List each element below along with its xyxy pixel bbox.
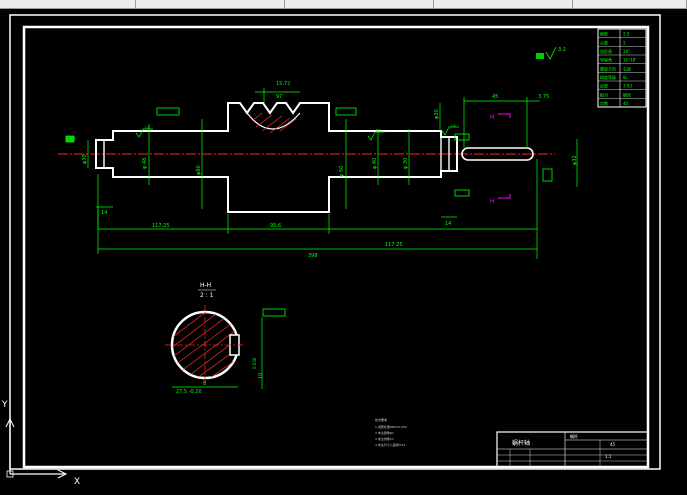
toolbar-segment-3[interactable] (285, 0, 434, 8)
general-roughness: 3.2 (536, 46, 566, 60)
param-key: 模数 (600, 31, 608, 37)
section-key-width: 8 (203, 381, 206, 387)
tolerance-frames (65, 107, 553, 317)
param-key: 配对 (600, 91, 608, 97)
param-key: 齿数 (600, 100, 608, 106)
dim-phi50: φ 50 (339, 166, 345, 177)
section-markers: H H (490, 113, 511, 205)
title-block-material: 45 (610, 442, 616, 447)
title-block-scale: 1:1 (605, 454, 612, 459)
notes-title: 技术要求 (375, 417, 387, 422)
title-block-part: 蜗杆 (570, 433, 578, 439)
ucs-x-label: X (74, 477, 80, 487)
section-scale: 2 : 1 (200, 292, 214, 299)
param-value: 11°18' (623, 58, 636, 63)
param-value: 40 (623, 101, 629, 106)
roughness-texts: 1.6 3.2 1.6 3.2 (70, 124, 456, 141)
toolbar-segment-4[interactable] (434, 0, 573, 8)
keyway (461, 147, 534, 161)
param-key: 齿形角 (600, 48, 612, 54)
param-value: 2 (623, 40, 626, 45)
roughness-c: 1.6 (450, 124, 456, 128)
param-key: 导程角 (600, 57, 612, 63)
dimension-texts: 15.72 97 117.25 95.6 117.25 398 14 14 45… (82, 81, 578, 259)
dim-teeth-top: 15.72 (276, 81, 290, 87)
notes-line-2: 2.未注圆角R1 (375, 430, 394, 435)
outer-border (9, 14, 661, 470)
roughness-symbols (135, 126, 459, 141)
notes-line-3: 3.未注倒角C1 (375, 436, 394, 441)
dim-phi30-mid: φ 30 (403, 158, 409, 169)
section-mark-top: H (490, 114, 495, 121)
param-value: 2.5 (623, 32, 630, 37)
section-view: H-H 2 : 1 27.5 -0.20 8 (165, 282, 264, 395)
param-value: 8c (623, 75, 628, 80)
toolbar-segment-1[interactable] (0, 0, 136, 8)
section-title: H-H (200, 282, 211, 289)
dimension-lines (87, 88, 578, 259)
dim-key-offset: 3.75 (538, 94, 549, 100)
dim-phi80: φ80 (196, 165, 202, 175)
dim-key-length: 45 (492, 94, 498, 100)
dim-phi30-right: φ30 (434, 109, 440, 119)
roughness-general-label: 3.2 (558, 47, 566, 53)
ucs-icon: Y X (1, 400, 80, 487)
param-value: 右旋 (623, 65, 631, 71)
dim-phi40: φ 40 (372, 158, 378, 169)
dim-left-length: 117.25 (152, 223, 170, 229)
roughness-d: 3.2 (70, 137, 76, 141)
inner-border (22, 25, 650, 469)
ucs-y-label: Y (1, 400, 8, 410)
dim-pitch: 97 (276, 94, 282, 100)
section-hatch (172, 312, 238, 378)
notes-line-4: 4.未注尺寸公差按IT12 (375, 442, 405, 447)
dim-phi48: φ 48 (142, 158, 148, 169)
section-depth-dim: 10 (258, 373, 264, 379)
param-value: 20° (623, 49, 630, 54)
dim-phi30-left: φ30 (82, 154, 88, 164)
roughness-b: 3.2 (376, 129, 382, 133)
tooth-hatch (246, 112, 301, 134)
param-value: 3.93 (623, 84, 632, 89)
title-block: 蜗杆轴 蜗杆 45 1:1 (496, 431, 649, 468)
param-key: 齿厚 (600, 83, 608, 89)
dim-right-length: 117.25 (385, 242, 403, 248)
param-key: 头数 (600, 39, 608, 45)
section-width-dim: 27.5 -0.20 (176, 389, 202, 395)
dim-total-length: 398 (308, 253, 318, 259)
worm-shaft (95, 102, 458, 213)
title-block-name: 蜗杆轴 (512, 439, 530, 447)
dim-phi32: φ32 (572, 155, 578, 165)
dim-mid-length: 95.6 (270, 223, 281, 229)
toolbar-segment-2[interactable] (136, 0, 285, 8)
toolbar-strip[interactable] (0, 0, 687, 9)
section-mark-bottom: H (490, 198, 495, 205)
dim-shoulder-right: 14 (445, 221, 451, 227)
roughness-a: 1.6 (144, 126, 150, 130)
toolbar-segment-5[interactable] (573, 0, 687, 8)
technical-notes: 技术要求 1.调质处理HB220-250 2.未注圆角R1 3.未注倒角C1 4… (375, 417, 407, 447)
param-value: 蜗轮 (623, 91, 631, 97)
dim-shoulder-left: 14 (101, 210, 107, 216)
section-tolerance: 0.036 (252, 357, 257, 369)
param-key: 精度等级 (600, 74, 616, 80)
param-key: 螺旋方向 (600, 65, 616, 71)
notes-line-1: 1.调质处理HB220-250 (375, 424, 407, 429)
